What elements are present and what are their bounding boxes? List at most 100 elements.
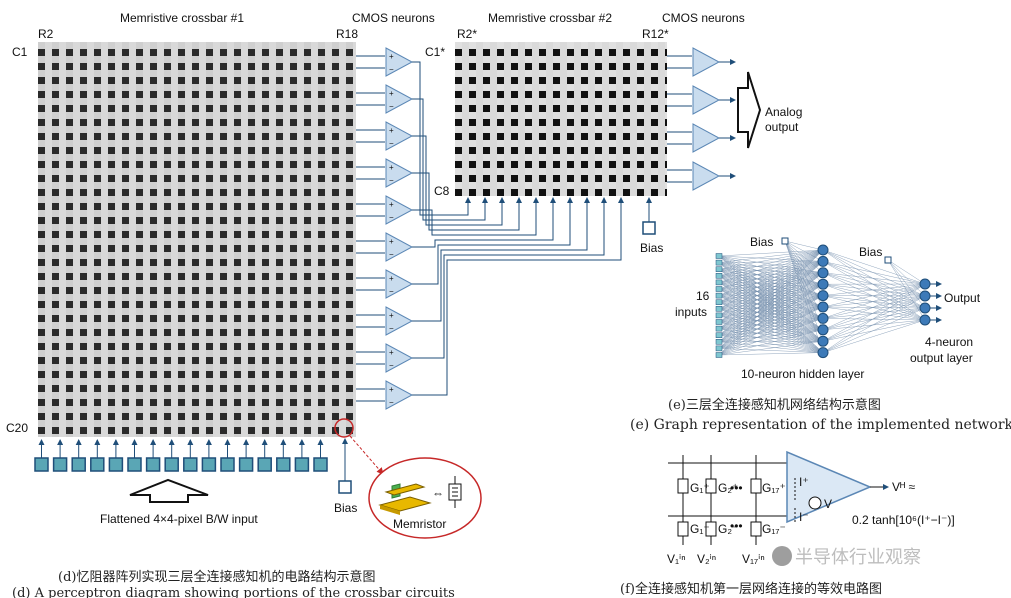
input-node xyxy=(715,266,723,272)
input-node xyxy=(715,325,723,332)
input-pixel-box xyxy=(90,457,105,472)
routing-wire xyxy=(412,197,556,248)
tanh-label: 0.2 tanh[10⁶(I⁺−I⁻)] xyxy=(852,513,955,527)
svg-text:•••: ••• xyxy=(730,481,743,495)
memristor-inset xyxy=(368,457,482,539)
analog-output-arrow xyxy=(737,71,762,149)
output-node xyxy=(919,302,931,314)
row-label-r18: R18 xyxy=(336,27,358,41)
g2-minus: G₂⁻ xyxy=(718,522,738,536)
svg-text:+: + xyxy=(389,89,394,98)
svg-text:+: + xyxy=(389,237,394,246)
memristor-highlight-circle xyxy=(334,418,354,438)
hidden-node xyxy=(817,324,829,336)
cmos-neuron-1 xyxy=(385,269,414,299)
routing-wire xyxy=(412,197,607,359)
analog-output-line2: output xyxy=(765,120,799,134)
cmos-neuron-1 xyxy=(385,232,414,262)
svg-text:−: − xyxy=(389,250,394,259)
analog-output-line1: Analog xyxy=(765,105,802,119)
input-pixel-box xyxy=(71,457,86,472)
input-pixel-box xyxy=(294,457,310,472)
input-up-arrow xyxy=(129,478,209,503)
bias-box-2 xyxy=(642,221,656,235)
output-node xyxy=(919,278,931,290)
cmos-neuron-1 xyxy=(385,121,414,151)
input-pixel-box xyxy=(34,457,49,472)
svg-text:−: − xyxy=(389,139,394,148)
caption-e-en: (e) Graph representation of the implemen… xyxy=(630,417,1011,433)
input-node xyxy=(715,332,723,338)
svg-text:−: − xyxy=(389,398,394,407)
input-node xyxy=(715,339,723,345)
input-node xyxy=(715,273,723,279)
bias-hidden-node xyxy=(781,237,789,245)
row-label-r12star: R12* xyxy=(642,27,669,41)
input-pixel-box xyxy=(201,457,217,472)
input-node xyxy=(715,253,723,259)
input-pixel-box xyxy=(127,457,142,472)
input-node xyxy=(715,312,723,319)
hidden-node xyxy=(817,312,829,324)
bias-label-1: Bias xyxy=(334,501,357,515)
bias-output-node xyxy=(884,256,892,264)
bias-box-1 xyxy=(338,480,352,494)
svg-text:−: − xyxy=(389,102,394,111)
output-node xyxy=(919,314,931,326)
col-label-c1star: C1* xyxy=(425,45,445,59)
output-label: Output xyxy=(944,291,981,305)
cmos-neuron-2 xyxy=(692,47,721,77)
svg-text:+: + xyxy=(389,163,394,172)
crossbar1-title: Memristive crossbar #1 xyxy=(120,11,244,25)
routing-wire xyxy=(412,98,488,221)
input-pixel-box xyxy=(164,457,179,472)
hidden-node xyxy=(817,335,829,347)
svg-text:−: − xyxy=(389,65,394,74)
col-label-c1: C1 xyxy=(12,45,28,59)
svg-text:•••: ••• xyxy=(730,519,743,533)
memristor-label: Memristor xyxy=(393,517,446,531)
input-node xyxy=(715,299,723,305)
input-pixel-box xyxy=(108,457,124,472)
i-minus: I⁻ xyxy=(799,510,809,524)
routing-wires xyxy=(412,61,624,396)
cmos-neuron-1 xyxy=(385,195,414,225)
output-node xyxy=(919,290,931,302)
cmos-neuron-1 xyxy=(385,158,414,188)
hidden-node xyxy=(817,267,829,279)
col-label-c20: C20 xyxy=(6,421,28,435)
g2-plus: G₂⁺ xyxy=(718,481,738,495)
caption-d-en: (d) A perceptron diagram showing portion… xyxy=(12,586,455,598)
crossbar1-input-lines xyxy=(38,439,324,458)
v17-in: V₁₇ⁱⁿ xyxy=(742,552,765,566)
input-pixel-box xyxy=(238,457,254,472)
bias-label-2: Bias xyxy=(640,241,663,255)
svg-text:+: + xyxy=(389,52,394,61)
input-pixel-box xyxy=(276,457,291,472)
cmos-neuron-1 xyxy=(385,306,414,336)
hidden-layer-label: 10-neuron hidden layer xyxy=(741,367,864,381)
svg-text:−: − xyxy=(389,287,394,296)
g17-minus: G₁₇⁻ xyxy=(762,522,786,536)
svg-text:⇔: ⇔ xyxy=(432,486,444,500)
caption-f-cn: (f)全连接感知机第一层网络连接的等效电路图 xyxy=(620,581,882,597)
memristor-3d-icon xyxy=(378,483,432,515)
vh-label: Vᴴ ≈ xyxy=(892,480,915,494)
input-pixel-box xyxy=(183,457,198,472)
cmos-neuron-2 xyxy=(692,161,721,191)
memristor-symbol xyxy=(448,476,462,508)
cmos-neuron-2 xyxy=(692,85,721,115)
cmos-neuron-1 xyxy=(385,380,414,410)
svg-text:+: + xyxy=(389,126,394,135)
inputs-count: 16 xyxy=(696,289,710,303)
svg-text:+: + xyxy=(389,274,394,283)
input-node xyxy=(715,352,723,358)
hidden-node xyxy=(817,255,829,267)
cmos2-title: CMOS neurons xyxy=(662,11,745,25)
input-node xyxy=(715,306,723,312)
input-node xyxy=(715,319,723,325)
g1-minus: G₁⁻ xyxy=(690,522,710,536)
hidden-node xyxy=(817,244,829,256)
cmos-neurons-1: +−+−+−+−+−+−+−+−+−+− xyxy=(356,47,414,410)
